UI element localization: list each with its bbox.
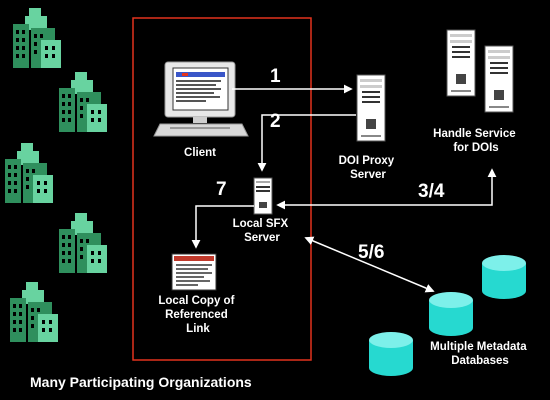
server-icon <box>253 177 273 215</box>
server-icon <box>356 74 386 142</box>
flow-arrows <box>191 84 497 293</box>
computer-icon <box>153 61 249 137</box>
step-5-6-label: 5/6 <box>358 242 384 263</box>
database-icon <box>429 292 473 336</box>
organizations-caption: Many Participating Organizations <box>30 374 252 390</box>
handle-service-label: Handle Service for DOIs <box>433 128 519 154</box>
organizations-group <box>5 8 107 342</box>
step-2-label: 2 <box>270 111 281 132</box>
metadata-databases-label: Multiple Metadata Databases <box>430 341 530 367</box>
step-1-label: 1 <box>270 66 281 87</box>
building-icon <box>59 213 107 273</box>
building-icon <box>10 282 58 342</box>
server-icon <box>446 29 476 97</box>
arrow-step-2 <box>257 114 356 172</box>
document-icon <box>171 253 217 291</box>
building-icon <box>13 8 61 68</box>
database-icon <box>482 255 526 299</box>
building-icon <box>59 72 107 132</box>
step-3-4-label: 3/4 <box>418 181 445 202</box>
arrow-step-3-4 <box>276 168 497 210</box>
client-label: Client <box>184 147 216 159</box>
local-copy-label: Local Copy of Referenced Link <box>158 295 237 335</box>
server-icon <box>484 45 514 113</box>
database-icon <box>369 332 413 376</box>
building-icon <box>5 143 53 203</box>
arrow-step-5-6 <box>304 236 435 293</box>
doi-proxy-label: DOI Proxy Server <box>339 155 398 181</box>
local-sfx-label: Local SFX Server <box>233 218 292 244</box>
arrow-step-7 <box>191 205 254 249</box>
step-7-label: 7 <box>216 179 227 200</box>
